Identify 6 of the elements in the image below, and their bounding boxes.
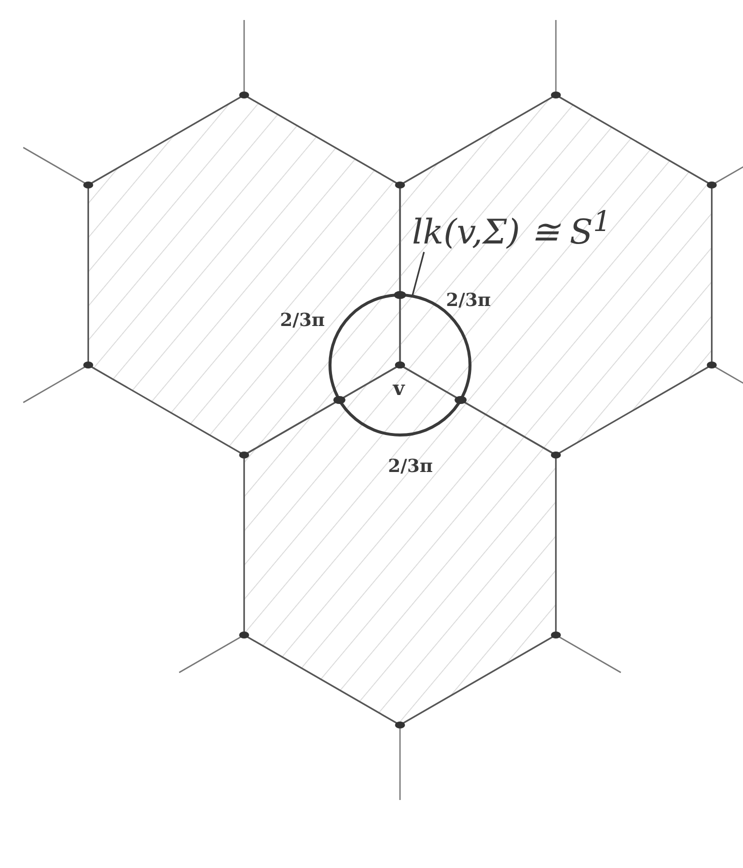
link-formula: lk(v,Σ) ≅ S$^{1}$ [412, 208, 611, 250]
vertex-label: v [393, 378, 405, 398]
angle-label: 2/3π [280, 312, 325, 330]
angle-label: 2/3π [388, 458, 433, 476]
leader-line [411, 252, 425, 297]
angle-label: 2/3π [446, 292, 491, 310]
